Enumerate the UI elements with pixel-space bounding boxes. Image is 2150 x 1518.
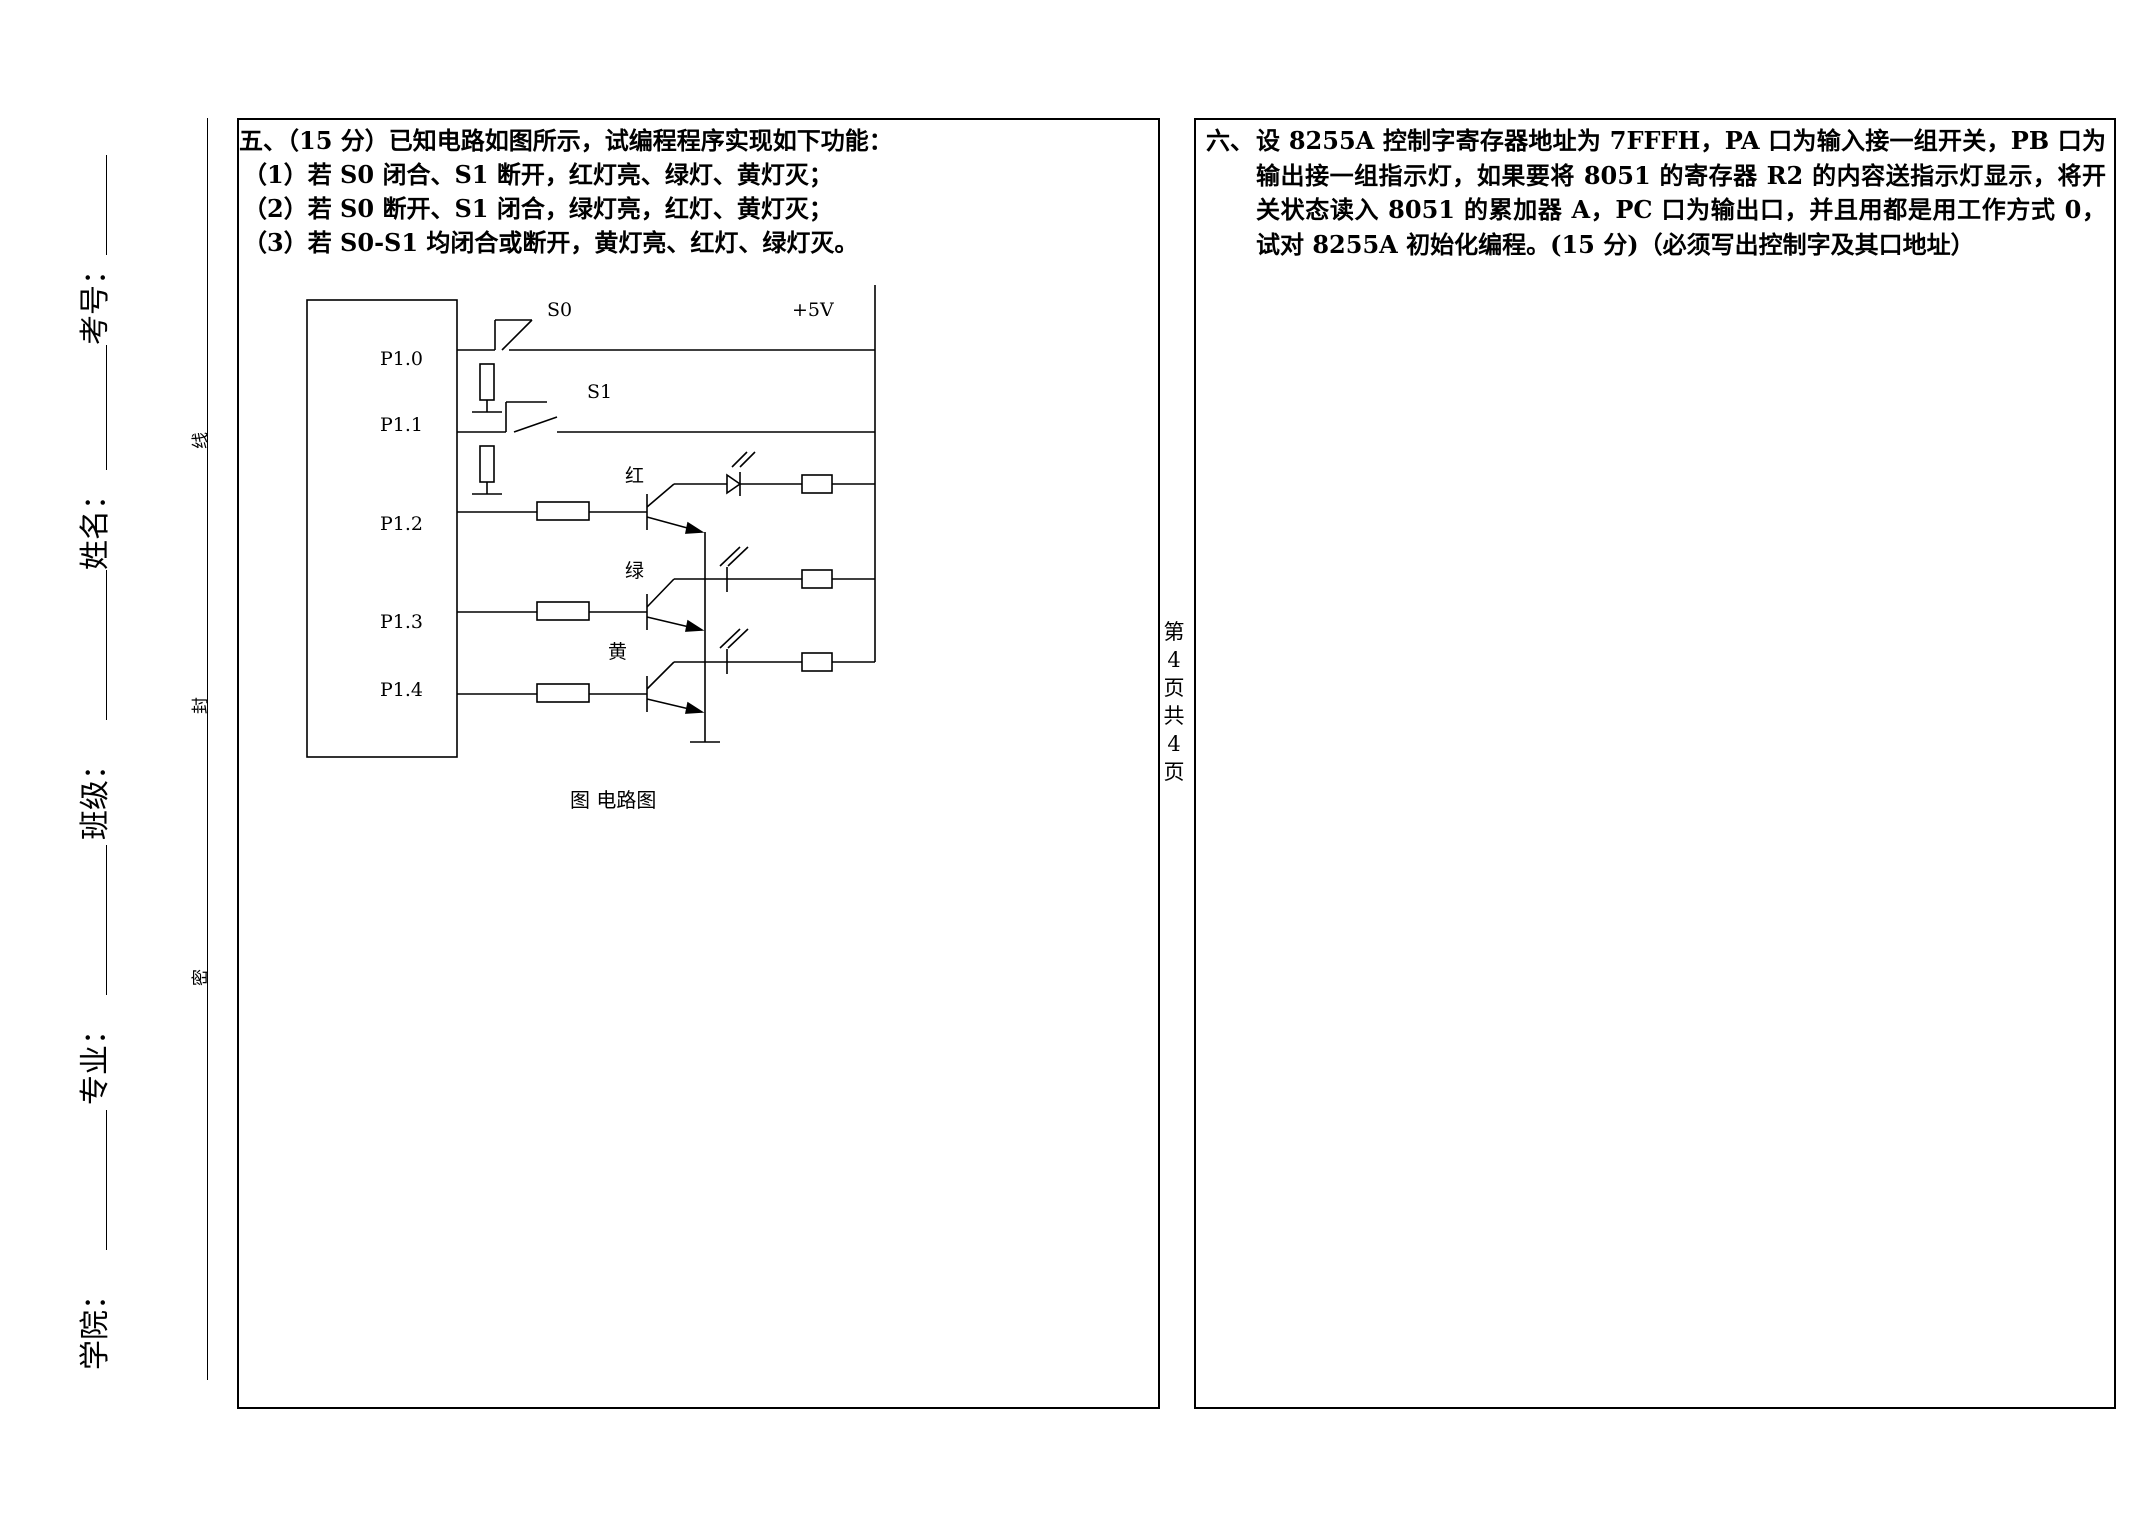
page-number-char: 4 bbox=[1167, 648, 1181, 672]
field-line bbox=[106, 345, 107, 470]
class-label: 班级： bbox=[78, 750, 113, 840]
field-line bbox=[106, 570, 107, 720]
resistor bbox=[801, 652, 833, 672]
switch-s1-label: S1 bbox=[587, 381, 612, 403]
resistor bbox=[536, 501, 590, 521]
field-line bbox=[106, 845, 107, 995]
cut-line bbox=[207, 118, 208, 1380]
resistor bbox=[536, 683, 590, 703]
page-number-char: 页 bbox=[1163, 760, 1185, 784]
page-number-char: 4 bbox=[1167, 732, 1181, 756]
pin-label-p12: P1.2 bbox=[380, 513, 423, 535]
pin-label-p11: P1.1 bbox=[380, 414, 423, 436]
cut-mark-xian: 线 bbox=[190, 431, 211, 449]
cut-mark-mi: 密 bbox=[190, 968, 211, 986]
question5-panel: 五、（15 分）已知电路如图所示，试编程程序实现如下功能： （1）若 S0 闭合… bbox=[237, 118, 1160, 1409]
question5-title: 五、（15 分）已知电路如图所示，试编程程序实现如下功能： bbox=[239, 126, 893, 155]
field-line bbox=[106, 1110, 107, 1250]
resistor bbox=[801, 569, 833, 589]
mcu-box bbox=[306, 299, 458, 758]
question6-text: 设 8255A 控制字寄存器地址为 7FFFH，PA 口为输入接一组开关，PB … bbox=[1256, 126, 2106, 259]
resistor bbox=[536, 601, 590, 621]
question6-panel: 六、 设 8255A 控制字寄存器地址为 7FFFH，PA 口为输入接一组开关，… bbox=[1194, 118, 2116, 1409]
led-green-label: 绿 bbox=[625, 560, 644, 582]
page-number: 第 4 页 共 4 页 bbox=[1160, 618, 1188, 786]
resistor bbox=[801, 474, 833, 494]
question5-item-1: （1）若 S0 闭合、S1 断开，红灯亮、绿灯、黄灯灭； bbox=[243, 160, 833, 189]
led-red bbox=[726, 473, 742, 495]
pin-label-p14: P1.4 bbox=[380, 679, 423, 701]
pin-label-p10: P1.0 bbox=[380, 348, 423, 370]
switch-s0-label: S0 bbox=[547, 299, 572, 321]
page-number-char: 第 bbox=[1163, 620, 1185, 644]
led-yellow-label: 黄 bbox=[608, 641, 627, 663]
exam-number-label: 考号： bbox=[78, 255, 113, 345]
field-line bbox=[106, 155, 107, 255]
college-label: 学院： bbox=[78, 1280, 113, 1370]
supply-label: +5V bbox=[792, 299, 834, 321]
led-red-label: 红 bbox=[625, 465, 644, 487]
cut-mark-feng: 封 bbox=[190, 696, 211, 714]
page-number-char: 共 bbox=[1163, 704, 1185, 728]
major-label: 专业： bbox=[78, 1015, 113, 1105]
pin-label-p13: P1.3 bbox=[380, 611, 423, 633]
question6-label: 六、 bbox=[1206, 126, 1254, 155]
circuit-diagram: P1.0 P1.1 P1.2 P1.3 P1.4 +5V S0 S1 bbox=[306, 285, 876, 812]
question5-item-2: （2）若 S0 断开、S1 闭合，绿灯亮，红灯、黄灯灭； bbox=[243, 194, 833, 223]
question5-item-3: （3）若 S0-S1 均闭合或断开，黄灯亮、红灯、绿灯灭。 bbox=[243, 228, 859, 257]
page-number-char: 页 bbox=[1163, 676, 1185, 700]
name-label: 姓名： bbox=[78, 480, 113, 570]
diagram-caption: 图 电路图 bbox=[570, 788, 656, 812]
